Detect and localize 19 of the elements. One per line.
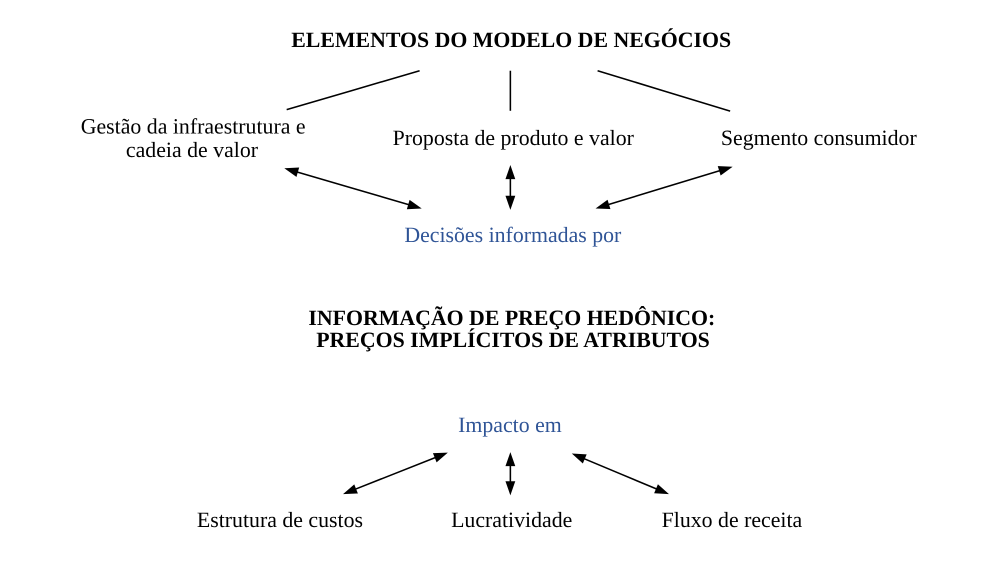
node-text: Lucratividade bbox=[451, 508, 572, 532]
arrow bbox=[284, 168, 422, 210]
node-text: Proposta de produto e valor bbox=[392, 126, 634, 150]
arrow bbox=[572, 454, 669, 494]
arrow bbox=[343, 452, 448, 494]
node-text: ELEMENTOS DO MODELO DE NEGÓCIOS bbox=[291, 28, 732, 52]
node-text: Impacto em bbox=[458, 413, 562, 438]
connector bbox=[510, 70, 512, 111]
connector bbox=[286, 70, 420, 110]
node-text: Fluxo de receita bbox=[662, 508, 802, 532]
arrow bbox=[505, 165, 516, 210]
arrow bbox=[505, 452, 516, 496]
node-text: INFORMAÇÃO DE PREÇO HEDÔNICO: PREÇOS IMPLÍCITOS DE ATRIBUTOS bbox=[308, 306, 716, 352]
node-text: Estrutura de custos bbox=[196, 508, 364, 532]
arrow bbox=[596, 166, 733, 210]
node-text: Segmento consumidor bbox=[720, 126, 917, 150]
node-text: Gestão da infraestrutura e cadeia de valor bbox=[80, 114, 306, 162]
connector bbox=[597, 70, 730, 112]
node-text: Decisões informadas por bbox=[404, 222, 622, 247]
